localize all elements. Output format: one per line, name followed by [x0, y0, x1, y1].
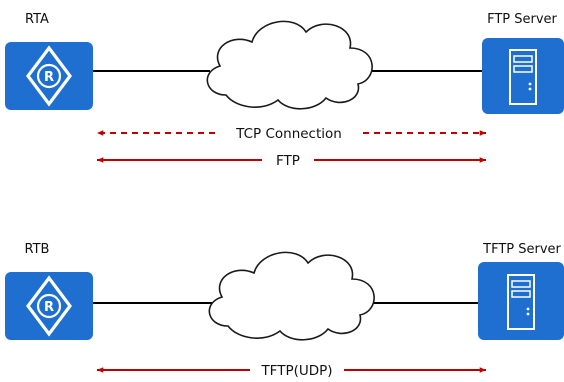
server-label-ftp: FTP Server: [487, 12, 557, 27]
server-icon: [482, 38, 564, 114]
router-label-rta: RTA: [25, 12, 49, 27]
bottom-scenario: R RTB TFTP Server TFTP(UDP): [5, 242, 564, 379]
svg-text:R: R: [44, 70, 54, 85]
server-icon: [478, 262, 564, 340]
tftp-udp-label: TFTP(UDP): [260, 363, 332, 379]
network-cloud-icon: [206, 20, 373, 110]
server-label-tftp: TFTP Server: [482, 242, 561, 257]
router-label-rtb: RTB: [25, 242, 50, 257]
ftp-label: FTP: [276, 153, 300, 169]
network-cloud-icon: [208, 251, 375, 341]
tcp-connection-label: TCP Connection: [235, 126, 342, 142]
svg-text:R: R: [44, 300, 54, 315]
top-scenario: R RTA FTP Server TCP Connection FTP: [5, 12, 564, 169]
router-icon: R: [5, 272, 93, 340]
router-icon: R: [5, 42, 93, 110]
